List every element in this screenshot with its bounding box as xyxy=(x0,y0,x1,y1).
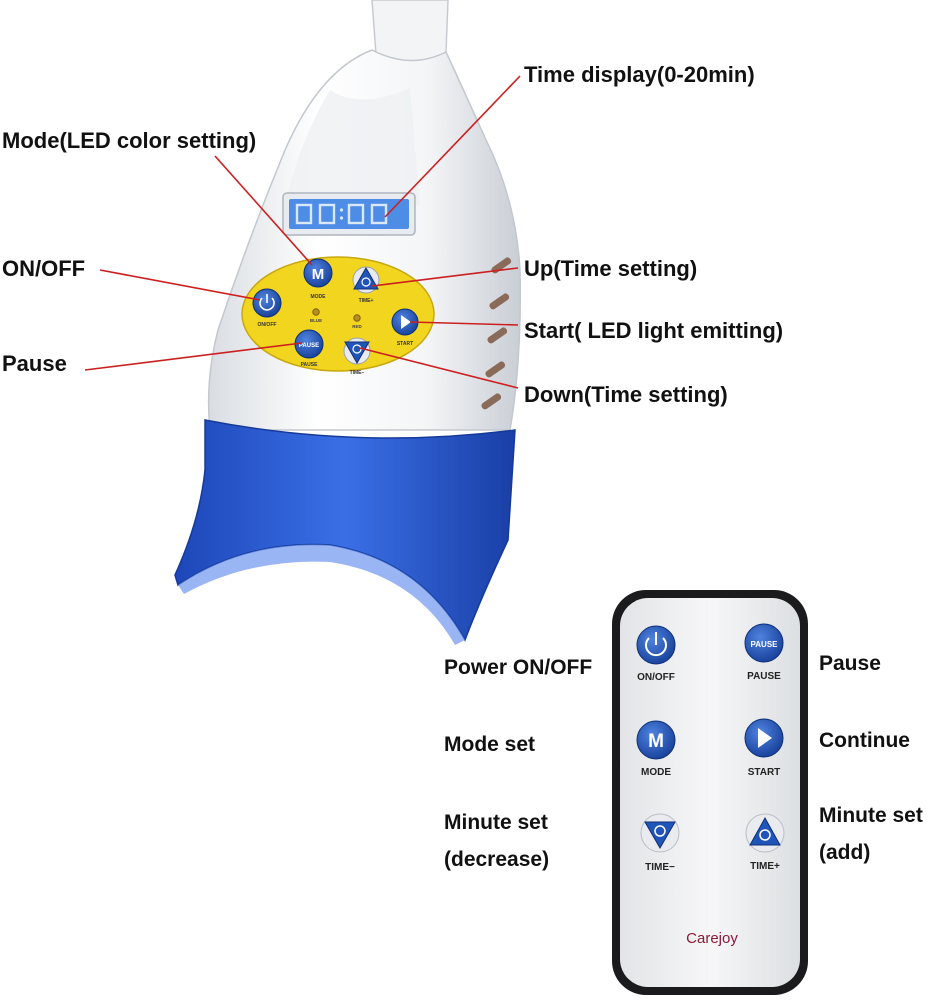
callout-pause: Pause xyxy=(2,351,67,376)
remote-time-minus-caption: TIME− xyxy=(645,862,675,873)
panel-time-plus-caption: TIME+ xyxy=(359,298,374,304)
callout-on-off: ON/OFF xyxy=(2,256,86,281)
panel-pause-caption: PAUSE xyxy=(301,362,319,368)
callout-mode: Mode(LED color setting) xyxy=(2,128,257,153)
remote-start-caption: START xyxy=(748,767,781,778)
remote-pause-caption: PAUSE xyxy=(747,671,781,682)
panel-mode-caption: MODE xyxy=(311,294,327,300)
panel-red-caption: RED xyxy=(352,324,362,329)
remote-label-minute-decrease-line1: Minute set xyxy=(444,811,548,834)
blue-mouth-cup xyxy=(174,419,516,642)
panel-power-caption: ON/OFF xyxy=(258,322,277,328)
panel-pause-letter: PAUSE xyxy=(299,343,319,349)
remote-time-plus-button xyxy=(749,816,781,846)
remote-power-caption: ON/OFF xyxy=(637,672,675,683)
remote-pause-letter: PAUSE xyxy=(751,640,779,649)
remote-label-minute-decrease-line2: (decrease) xyxy=(444,847,550,871)
remote-label-mode: Mode set xyxy=(444,733,536,756)
callout-down: Down(Time setting) xyxy=(524,382,728,407)
remote-label-continue: Continue xyxy=(819,729,910,752)
callout-time-display: Time display(0-20min) xyxy=(524,62,755,87)
leader-on-off xyxy=(99,269,261,301)
panel-time-minus-caption: TIME− xyxy=(350,370,365,376)
remote-brand: Carejoy xyxy=(686,930,738,947)
leader-mode xyxy=(214,155,313,266)
panel-mode-button xyxy=(303,258,333,288)
leader-up xyxy=(371,267,519,287)
panel-start-caption: START xyxy=(397,341,413,347)
remote-mode-letter: M xyxy=(648,731,664,752)
callout-start: Start( LED light emitting) xyxy=(524,318,784,343)
remote-mode-caption: MODE xyxy=(641,767,671,778)
leader-pause xyxy=(84,342,303,371)
remote-mode-button xyxy=(636,720,676,760)
remote-label-minute-add-line1: Minute set xyxy=(819,804,923,827)
remote-label-power: Power ON/OFF xyxy=(444,656,593,679)
side-vents xyxy=(481,257,512,410)
blue-led xyxy=(312,308,320,316)
panel-blue-caption: BLUE xyxy=(310,318,322,323)
remote-pause-button xyxy=(744,623,784,663)
panel-mode-letter: M xyxy=(312,266,325,283)
leader-time-display xyxy=(384,75,521,218)
leader-down xyxy=(359,347,519,389)
remote-time-minus-button xyxy=(644,821,676,850)
callout-up: Up(Time setting) xyxy=(524,256,698,281)
remote-label-minute-decrease: Minute set (decrease) xyxy=(444,805,549,879)
red-led xyxy=(353,314,361,322)
control-panel xyxy=(241,256,435,372)
remote-time-plus-caption: TIME+ xyxy=(750,861,780,872)
leader-start xyxy=(409,321,519,326)
remote-label-pause: Pause xyxy=(819,652,881,675)
remote-label-minute-add-line2: (add) xyxy=(819,840,871,864)
remote-label-minute-add: Minute set (add) xyxy=(819,798,923,872)
